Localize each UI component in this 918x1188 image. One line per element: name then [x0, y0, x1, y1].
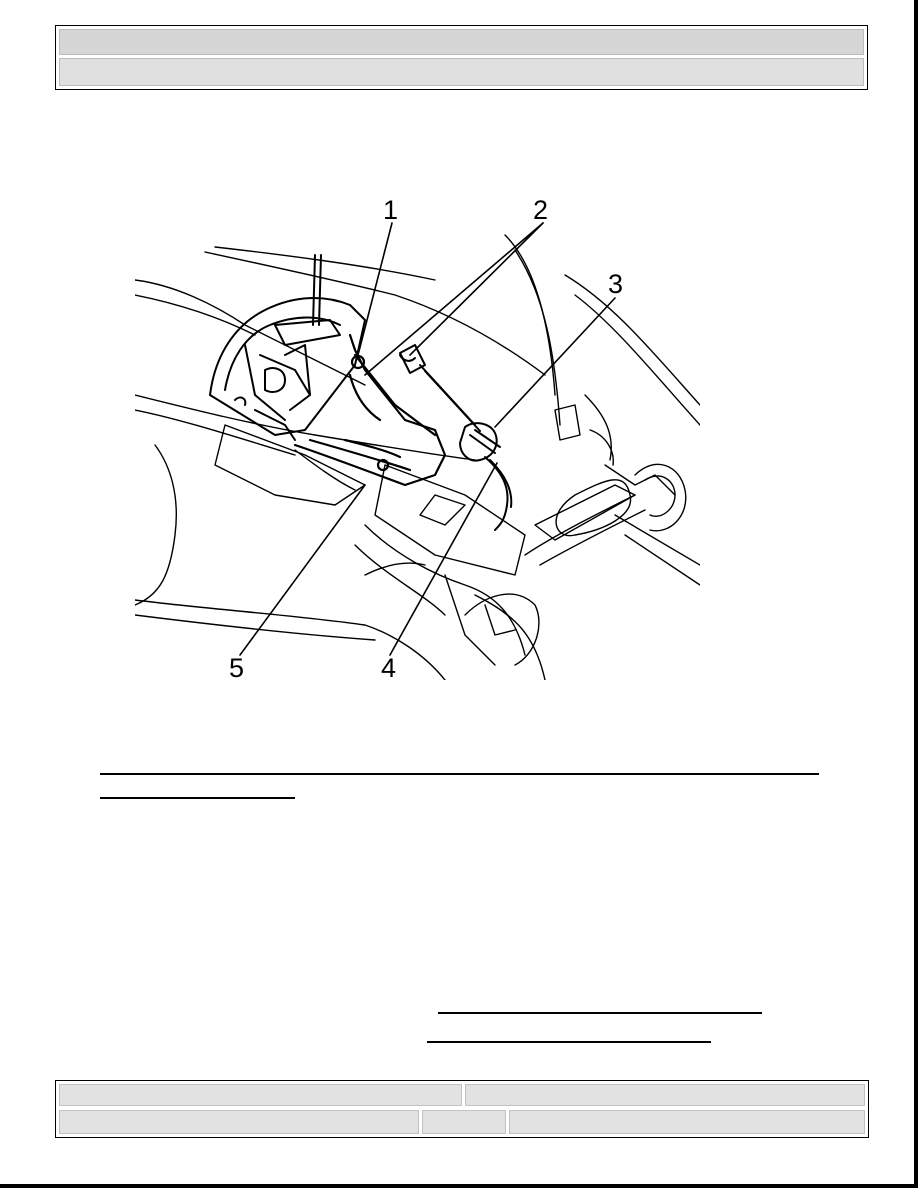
shifter-assembly-drawing: [209, 254, 366, 441]
link-underline-2: [427, 1041, 711, 1043]
page-footer: [55, 1080, 869, 1138]
footer-cell-left-top: [59, 1084, 462, 1106]
header-subtitle-bar: [59, 58, 864, 86]
footer-cell-left-bottom: [59, 1110, 419, 1134]
link-underline-1: [438, 1012, 762, 1014]
header-title-bar: [59, 29, 864, 55]
section-rule-long: [100, 773, 819, 775]
footer-cell-middle-bottom: [422, 1110, 506, 1134]
component-illustration: 1 2 3 4 5: [135, 195, 700, 680]
bracket-drawing: [293, 333, 447, 487]
callout-2: 2: [533, 195, 548, 225]
callout-leader-lines: [239, 222, 616, 656]
callout-1: 1: [383, 195, 398, 225]
section-rule-short: [100, 797, 295, 799]
footer-cell-right-bottom: [509, 1110, 865, 1134]
switch-and-connector-drawing: [399, 344, 513, 531]
callout-3: 3: [608, 269, 623, 299]
footer-cell-right-top: [465, 1084, 865, 1106]
callout-4: 4: [381, 653, 396, 680]
callout-5: 5: [229, 653, 244, 680]
page-header: [55, 25, 868, 90]
vehicle-floor-drawing: [135, 234, 700, 680]
